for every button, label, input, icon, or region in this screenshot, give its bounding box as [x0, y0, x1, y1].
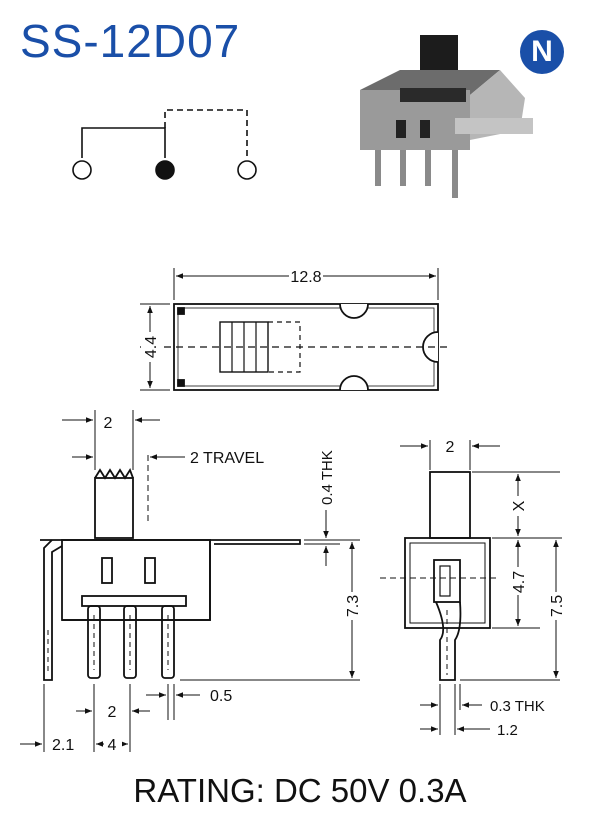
travel-label: 2 TRAVEL	[190, 450, 264, 467]
bracket-span-label: 4	[108, 737, 117, 754]
bracket-thickness-label: 0.4 THK	[319, 450, 336, 505]
actuator-height-label: X	[511, 500, 528, 511]
body-height-label: 4.7	[511, 571, 528, 593]
end-actuator-width-label: 2	[446, 439, 455, 456]
pin-pitch-label: 1.2	[497, 722, 518, 739]
pin-thickness-label: 0.3 THK	[490, 698, 545, 715]
brand-logo: N	[520, 30, 564, 74]
side-actuator-width-label: 2	[104, 415, 113, 432]
terminal-left	[72, 160, 92, 180]
side-view-dims	[20, 410, 360, 752]
side-view	[40, 467, 301, 681]
end-view-dims	[400, 440, 562, 735]
pin-spacing-label: 2	[108, 704, 117, 721]
rating-text: RATING: DC 50V 0.3A	[133, 772, 467, 809]
switch-schematic	[72, 109, 257, 180]
end-view	[380, 471, 500, 681]
left-offset-label: 2.1	[52, 737, 74, 754]
total-height-label: 7.5	[549, 595, 566, 617]
terminal-right	[237, 160, 257, 180]
top-view	[140, 303, 450, 391]
switch-photo	[360, 35, 533, 198]
top-width-label: 4.4	[143, 336, 160, 358]
side-height-label: 7.3	[345, 595, 362, 617]
terminal-common	[155, 160, 175, 180]
pin-width-label: 0.5	[210, 688, 232, 705]
part-title: SS-12D07	[20, 15, 241, 67]
top-length-label: 12.8	[290, 269, 321, 286]
